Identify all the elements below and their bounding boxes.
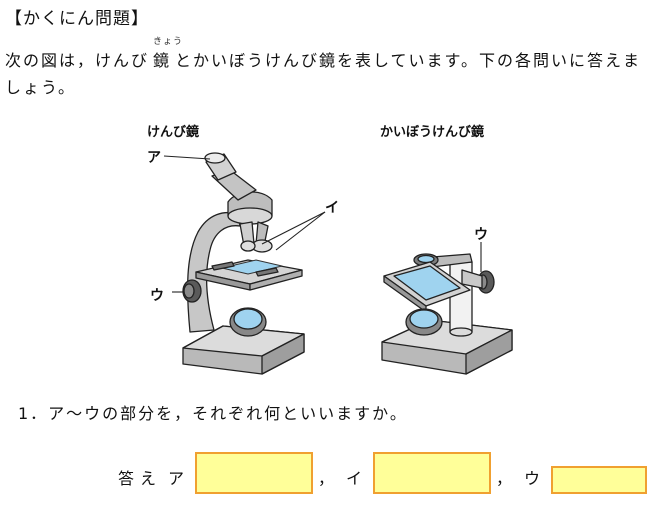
pointer-lines-left [163, 155, 326, 293]
answer-sep-1: ， [318, 469, 335, 488]
microscope-figures [163, 152, 513, 375]
caption-microscope: けんび鏡 [147, 125, 200, 140]
answer-sep-2: ， [496, 469, 513, 488]
page-title: 【かくにん問題】 [5, 9, 149, 29]
label-a: ア [147, 150, 161, 166]
intro-part2: 鏡 [153, 51, 172, 70]
answer-box-a[interactable] [195, 452, 313, 494]
answer-a-label: ア [168, 469, 185, 488]
dissecting-microscope-illustration [381, 253, 513, 375]
label-u-right: ウ [474, 227, 488, 243]
intro-part1: 次の図は，けんび [5, 51, 150, 70]
answer-box-i[interactable] [373, 452, 491, 494]
answer-box-u[interactable] [551, 466, 647, 494]
answer-u-label: ウ [524, 469, 541, 488]
furigana-kyou: きょう [153, 37, 184, 47]
answer-i-label: イ [346, 469, 363, 488]
label-u-left: ウ [150, 288, 164, 304]
caption-dissecting-microscope: かいぼうけんび鏡 [380, 125, 485, 140]
answer-row: 答え ア ， イ ， ウ [0, 452, 653, 496]
question-1: 1．ア～ウの部分を，それぞれ何といいますか。 [18, 404, 408, 423]
intro-text: 次の図は，けんび鏡とかいぼうけんび鏡を表しています。下の各問いに答えましょう。 [5, 47, 645, 101]
label-i: イ [325, 200, 339, 216]
answer-label: 答え [118, 469, 163, 488]
intro-part3: とかいぼうけんび鏡を表しています。下の各問いに答えましょう。 [5, 51, 641, 97]
compound-microscope-illustration [182, 152, 305, 375]
